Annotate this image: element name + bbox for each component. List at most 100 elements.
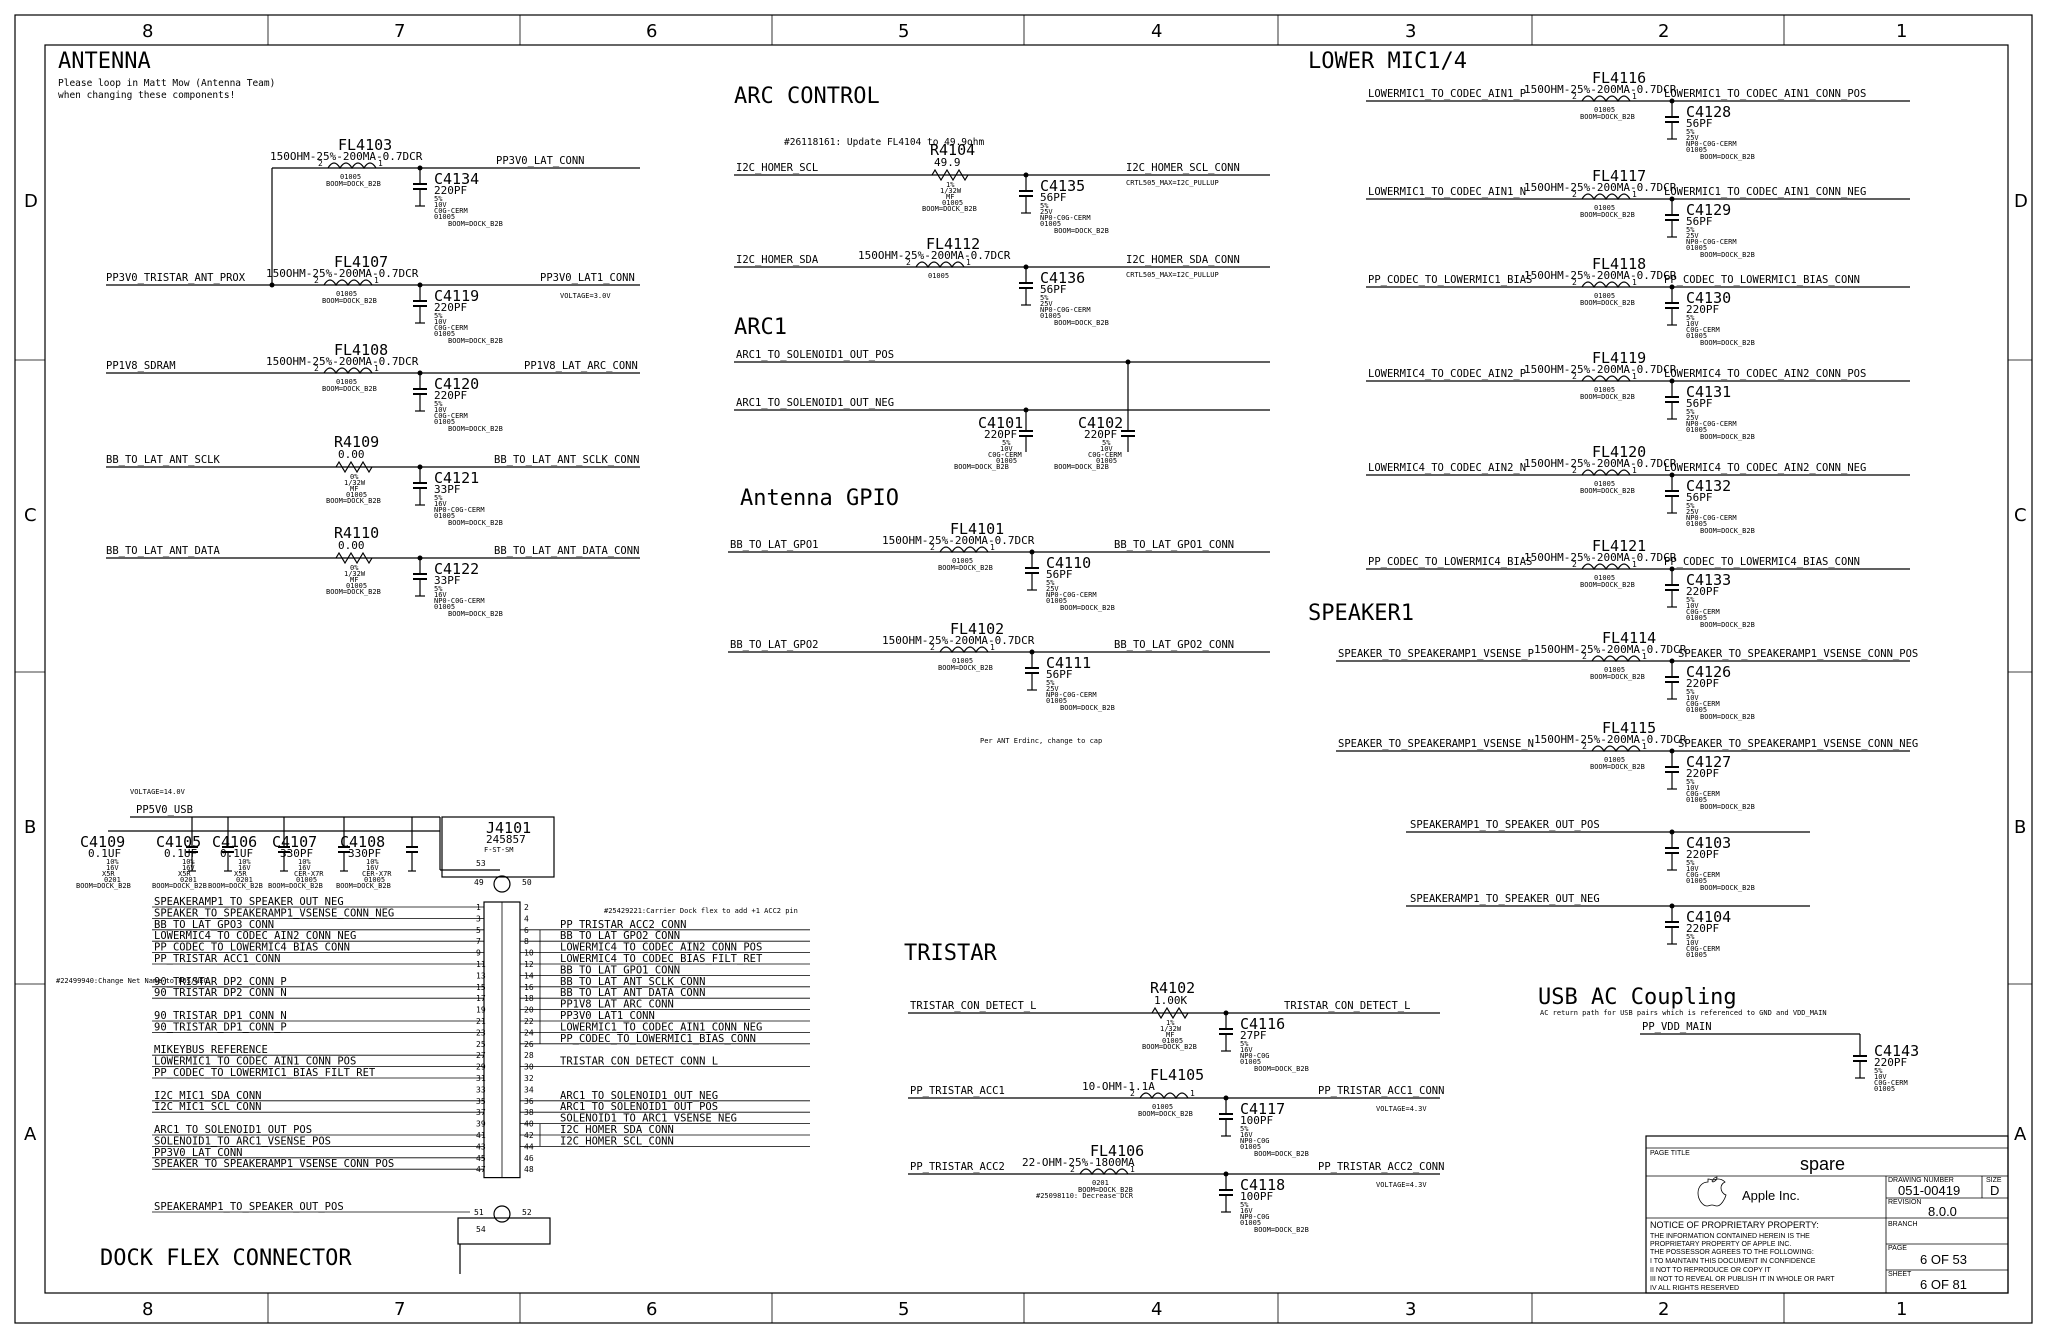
resistor-tolerance: 0% (350, 473, 359, 481)
pin-num: 51 (474, 1208, 484, 1217)
bead-value: 150OHM-25%-200MA-0.7DCR (1524, 83, 1677, 96)
net-label: MIKEYBUS_REFERENCE (154, 1044, 268, 1056)
pin-num: 2 (906, 258, 911, 267)
notice-line-2: PROPRIETARY PROPERTY OF APPLE INC. (1650, 1241, 1791, 1248)
capacitor-dielectric: NP0-C0G-CERM (1040, 214, 1091, 222)
resistor-value: 1.00K (1154, 994, 1187, 1007)
bead-package: 01005 (1594, 204, 1615, 212)
capacitor-voltage: 16V (298, 864, 311, 872)
bead-value: 150OHM-25%-200MA-0.7DCR (882, 634, 1035, 647)
bead-ref: FL4115 (1602, 719, 1656, 737)
capacitor-value: 220PF (434, 184, 467, 197)
net-label: I2C_HOMER_SCL_CONN (1126, 162, 1240, 174)
net-label: PP_TRISTAR_ACC1 (910, 1085, 1005, 1097)
capacitor-ref: C4129 (1686, 201, 1731, 219)
pin-num: 25 (476, 1040, 486, 1049)
capacitor-value: 33PF (434, 483, 461, 496)
pin-num: 2 (1572, 278, 1577, 287)
capacitor-value: 220PF (1084, 428, 1117, 441)
capacitor-ref: C4104 (1686, 908, 1731, 926)
pin-num: 2 (930, 543, 935, 552)
net-label: PP3V0_LAT1_CONN (560, 1010, 655, 1022)
pin-num: 10 (524, 949, 534, 958)
antenna-gpio-title: Antenna GPIO (740, 486, 899, 511)
capacitor-voltage: 25V (1040, 300, 1053, 308)
bead-ref: FL4112 (926, 235, 980, 253)
column-label: 4 (1151, 1299, 1162, 1320)
column-label: 8 (142, 21, 153, 42)
pin-num: 1 (1632, 278, 1637, 287)
net-label: PP_CODEC_TO_LOWERMIC1_BIAS_FILT_RET (154, 1067, 376, 1079)
pin-num: 2 (1582, 742, 1587, 751)
pin-num: 43 (476, 1142, 486, 1151)
capacitor: C4103220PF5%10VC0G-CERM01005BOOM=DOCK_B2… (1665, 832, 1755, 892)
net-label: BB_TO_LAT_ANT_SCLK (106, 454, 220, 466)
net-label: LOWERMIC4_TO_CODEC_AIN2_CONN_POS (1664, 368, 1866, 380)
net-label: LOWERMIC4_TO_CODEC_AIN2_N (1368, 462, 1526, 474)
capacitor-voltage: 10V (1686, 694, 1699, 702)
capacitor-package: 01005 (296, 876, 317, 884)
bead-value: 150OHM-25%-200MA-0.7DCR (1534, 643, 1687, 656)
capacitor-package: 01005 (1240, 1219, 1261, 1227)
net-label: PP3V0_LAT_CONN (154, 1147, 243, 1159)
bead-ref: FL4120 (1592, 443, 1646, 461)
capacitor-package: 01005 (434, 512, 455, 520)
capacitor: C4120220PF5%10VC0G-CERM01005BOOM=DOCK_B2… (413, 373, 503, 433)
voltage-label: VOLTAGE=14.0V (130, 788, 186, 796)
row-label: D (2014, 191, 2028, 212)
capacitor-value: 56PF (1040, 191, 1067, 204)
capacitor-value: 330PF (280, 847, 313, 860)
capacitor-package: 01005 (1686, 796, 1707, 804)
capacitor-dielectric: C0G-CERM (1088, 451, 1122, 459)
pin-num: 36 (524, 1097, 534, 1106)
capacitor-bom: BOOM=DOCK_B2B (1060, 704, 1115, 712)
capacitor-ref: C4107 (272, 833, 317, 851)
capacitor-package: 01005 (1040, 312, 1061, 320)
capacitor-dielectric: C0G-CERM (1686, 326, 1720, 334)
capacitor-bom: BOOM=DOCK_B2B (76, 882, 131, 890)
net-label: LOWERMIC4_TO_CODEC_AIN2_CONN_NEG (154, 930, 356, 942)
pin-num: 28 (524, 1051, 534, 1060)
capacitor-value: 220PF (434, 301, 467, 314)
net-label: ARC1_TO_SOLENOID1_OUT_POS (736, 349, 894, 361)
bead-ref: FL4101 (950, 520, 1004, 538)
capacitor-tolerance: 10% (366, 858, 379, 866)
capacitor-voltage: 16V (1240, 1207, 1253, 1215)
bead-ref: FL4114 (1602, 629, 1656, 647)
connector-part: 245857 (486, 833, 526, 846)
capacitor-bom: BOOM=DOCK_B2B (1700, 339, 1755, 347)
net-label: BB_TO_LAT_GPO2_CONN (560, 930, 680, 942)
capacitor: C413656PF5%25VNP0-C0G-CERM01005BOOM=DOCK… (1019, 267, 1109, 327)
pin-num: 24 (524, 1028, 534, 1037)
capacitor-package: 01005 (1686, 706, 1707, 714)
capacitor-dielectric: C0G-CERM (1686, 871, 1720, 879)
column-label: 2 (1658, 21, 1669, 42)
capacitor-value: 56PF (1686, 215, 1713, 228)
resistor-bom: BOOM=DOCK_B2B (326, 588, 381, 596)
capacitor-tolerance: 10% (106, 858, 119, 866)
bead-package: 01005 (952, 557, 973, 565)
capacitor-tolerance: 5% (1686, 933, 1695, 941)
net-label: BB_TO_LAT_ANT_SCLK_CONN (560, 976, 705, 988)
capacitor-package: 0201 (180, 876, 197, 884)
capacitor-value: 220PF (1686, 303, 1719, 316)
net-label: PP_CODEC_TO_LOWERMIC1_BIAS (1368, 274, 1532, 286)
capacitor-package: 01005 (364, 876, 385, 884)
capacitor-ref: C4118 (1240, 1176, 1285, 1194)
column-label: 1 (1896, 1299, 1907, 1320)
net-label: ARC1_TO_SOLENOID1_OUT_POS (560, 1101, 718, 1113)
capacitor-voltage: 10V (1686, 602, 1699, 610)
bead-ref: FL4106 (1090, 1142, 1144, 1160)
net-label: I2C_MIC1_SDA_CONN (154, 1090, 261, 1102)
net-label: SOLENOID1_TO_ARC1_VSENSE_NEG (560, 1113, 737, 1125)
resistor-tolerance: 0% (350, 564, 359, 572)
resistor-power: 1/32W (1160, 1025, 1182, 1033)
capacitor-package: 0201 (236, 876, 253, 884)
capacitor-bom: BOOM=DOCK_B2B (1054, 319, 1109, 327)
capacitor-dielectric: NP0-C0G-CERM (1046, 591, 1097, 599)
capacitor-ref: C4102 (1078, 414, 1123, 432)
